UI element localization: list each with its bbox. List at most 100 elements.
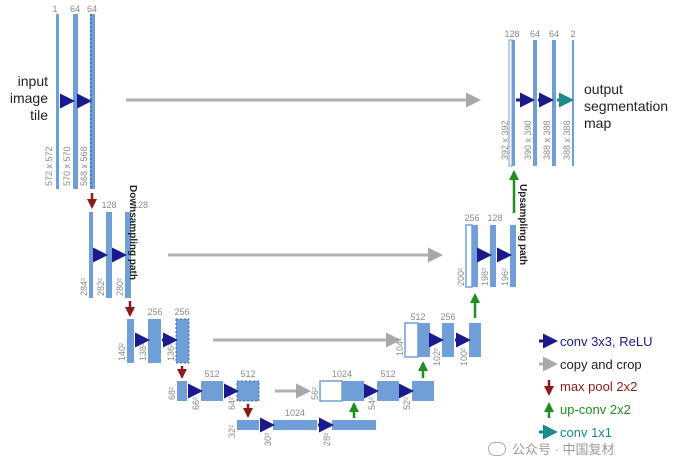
feature-map-l5-pool <box>237 420 259 430</box>
feature-map-l2-pool <box>89 212 93 298</box>
legend-label: conv 1x1 <box>560 425 612 440</box>
input-label: input <box>18 73 48 89</box>
channel-label: 512 <box>240 369 255 379</box>
size-label: 102² <box>432 348 442 366</box>
feature-map-l4-pool <box>177 381 187 401</box>
channel-label: 64 <box>70 4 80 14</box>
decoder-level-3: 512 256 104² 102² 100² <box>395 312 481 366</box>
size-label: 200² <box>456 268 466 286</box>
channel-label: 128 <box>101 200 116 210</box>
size-label: 66² <box>191 397 201 410</box>
size-label: 140² <box>117 343 127 361</box>
feature-map-u4-conv1 <box>377 381 399 401</box>
size-label: 572 x 572 <box>44 146 54 186</box>
size-label: 282² <box>96 278 106 296</box>
feature-map-u4-cropped <box>319 380 343 402</box>
bottleneck-level-5: 1024 32² 30² 28² <box>227 408 376 446</box>
feature-map-l3-conv1 <box>148 319 161 363</box>
legend-item: copy and crop <box>539 356 642 372</box>
encoder-level-3: 256 256 140² 138² 136² <box>117 307 190 364</box>
encoder-level-2: 128 128 284² 282² 280² <box>79 200 148 298</box>
legend-label: max pool 2x2 <box>560 379 637 394</box>
channel-label: 512 <box>204 369 219 379</box>
feature-map-u1-conv1 <box>533 40 537 166</box>
feature-map-l3-pool <box>127 319 134 363</box>
input-label: tile <box>30 107 48 123</box>
size-label: 52² <box>402 397 412 410</box>
legend-item: conv 1x1 <box>539 424 612 440</box>
downsampling-path-label: Downsampling path <box>127 185 138 280</box>
size-label: 570 x 570 <box>62 146 72 186</box>
size-label: 30² <box>263 433 273 446</box>
feature-map-u4-upconv <box>342 381 364 401</box>
size-label: 28² <box>322 433 332 446</box>
watermark: 公众号 · 中国复材 <box>488 439 615 458</box>
channel-label: 128 <box>133 200 148 210</box>
input-label: image <box>10 90 48 106</box>
legend-item: up-conv 2x2 <box>544 402 631 418</box>
feature-map-u2-cropped <box>465 224 473 288</box>
feature-map-l1-conv1 <box>73 14 78 189</box>
feature-map-l5-conv1 <box>273 420 317 430</box>
size-label: 392 x 392 <box>500 120 510 160</box>
size-label: 136² <box>166 343 176 361</box>
feature-map-u3-conv1 <box>442 323 454 357</box>
upsampling-path-label: Upsampling path <box>517 184 528 265</box>
feature-map-l2-conv2 <box>125 212 131 298</box>
size-label: 54² <box>367 397 377 410</box>
size-label: 100² <box>459 348 469 366</box>
channel-label: 512 <box>410 312 425 322</box>
size-label: 138² <box>138 343 148 361</box>
channel-label: 64 <box>87 4 97 14</box>
channel-label: 1024 <box>332 369 352 379</box>
feature-map-l4-conv2 <box>236 380 260 402</box>
feature-map-u1-upconv <box>512 40 515 166</box>
size-label: 568 x 568 <box>79 146 89 186</box>
encoder-level-4: 512 512 68² 66² 64² <box>167 369 260 410</box>
feature-map-l5-conv2 <box>332 420 376 430</box>
feature-map-u1-conv2 <box>552 40 556 166</box>
legend-label: up-conv 2x2 <box>560 402 631 417</box>
size-label: 56² <box>310 387 320 400</box>
feature-map-u3-cropped <box>404 322 419 358</box>
feature-map-l3-conv2 <box>175 318 190 364</box>
encoder-level-1: 1 64 64 572 x 572 570 x 570 568 x 568 <box>44 4 97 189</box>
size-label: 198² <box>480 268 490 286</box>
channel-label: 256 <box>147 307 162 317</box>
feature-map-u1-output <box>572 40 574 166</box>
channel-label: 256 <box>174 307 189 317</box>
feature-map-u4-conv2 <box>412 381 434 401</box>
size-label: 104² <box>395 338 405 356</box>
size-label: 388 x 388 <box>542 120 552 160</box>
legend-item: max pool 2x2 <box>544 379 637 396</box>
channel-label: 128 <box>487 213 502 223</box>
feature-map-u2-upconv <box>472 225 478 287</box>
legend-label: conv 3x3, ReLU <box>560 334 653 349</box>
wechat-icon <box>488 441 506 456</box>
size-label: 196² <box>500 268 510 286</box>
feature-map-u2-conv2 <box>510 225 516 287</box>
channel-label: 1 <box>52 4 57 14</box>
size-label: 284² <box>79 278 89 296</box>
channel-label: 64 <box>530 29 540 39</box>
legend-item: conv 3x3, ReLU <box>539 333 653 349</box>
feature-map-l2-conv1 <box>106 212 112 298</box>
size-label: 390 x 390 <box>523 120 533 160</box>
channel-label: 512 <box>380 369 395 379</box>
size-label: 64² <box>227 397 237 410</box>
feature-map-u3-upconv <box>418 323 430 357</box>
output-label: segmentation <box>584 98 668 114</box>
channel-label: 2 <box>570 29 575 39</box>
size-label: 32² <box>227 425 237 438</box>
feature-map-u2-conv1 <box>490 225 496 287</box>
feature-map-u3-conv2 <box>469 323 481 357</box>
channel-label: 1024 <box>285 408 305 418</box>
size-label: 280² <box>115 278 125 296</box>
size-label: 68² <box>167 387 177 400</box>
channel-label: 64 <box>549 29 559 39</box>
output-label: output <box>584 81 623 97</box>
legend: conv 3x3, ReLU copy and crop max pool 2x… <box>539 333 653 440</box>
legend-label: copy and crop <box>560 357 642 372</box>
feature-map-l1-input <box>56 14 59 189</box>
